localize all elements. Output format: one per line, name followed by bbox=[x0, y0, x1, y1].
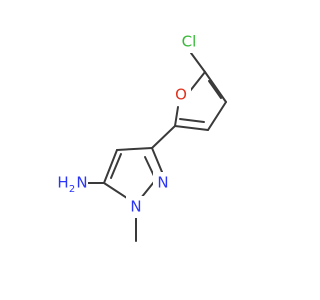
bond-pyrazole-c5-c4-inner bbox=[110, 153, 122, 179]
bond-pyrazole-c4-c3 bbox=[116, 147, 153, 151]
chlorine-label-mask bbox=[177, 31, 203, 53]
oxygen-label: O bbox=[175, 86, 187, 104]
bond-furan-c5-o bbox=[189, 71, 206, 92]
bond-furan-pyrazole bbox=[151, 125, 176, 149]
methyl-nitrogen-label-mask bbox=[126, 196, 146, 218]
amine-subscript: 2 bbox=[69, 184, 75, 195]
chlorine-label: Cl bbox=[182, 33, 197, 51]
bond-furan-c5-c4 bbox=[204, 71, 227, 103]
bond-furan-c3-c2 bbox=[174, 125, 209, 131]
bond-pyrazole-c3-n2-inner bbox=[144, 156, 155, 177]
ring-nitrogen-label: N bbox=[157, 174, 168, 192]
ring-nitrogen-label-mask bbox=[153, 172, 173, 194]
bond-furan-c2-o bbox=[174, 106, 179, 127]
amine-n-label: N bbox=[76, 174, 87, 192]
bond-furan-c4-c3 bbox=[207, 101, 227, 131]
bond-lines bbox=[83, 52, 227, 242]
bond-pyrazole-c3-n2 bbox=[151, 147, 163, 173]
atom-labels: Cl O N N H 2 N bbox=[54, 31, 203, 218]
bond-pyrazole-c5-c4 bbox=[103, 149, 118, 184]
amine-h-label: H bbox=[57, 174, 68, 192]
chemical-structure-diagram: Cl O N N H 2 N bbox=[54, 31, 227, 242]
bond-pyrazole-n1-c5 bbox=[103, 182, 131, 201]
bond-cl-c bbox=[190, 52, 206, 73]
methyl-nitrogen-label: N bbox=[130, 198, 141, 216]
oxygen-label-mask bbox=[171, 84, 191, 106]
amine-label-mask bbox=[54, 172, 88, 196]
bond-furan-c5-c4-inner bbox=[208, 80, 222, 99]
bond-furan-c3-c2-inner bbox=[179, 118, 205, 123]
